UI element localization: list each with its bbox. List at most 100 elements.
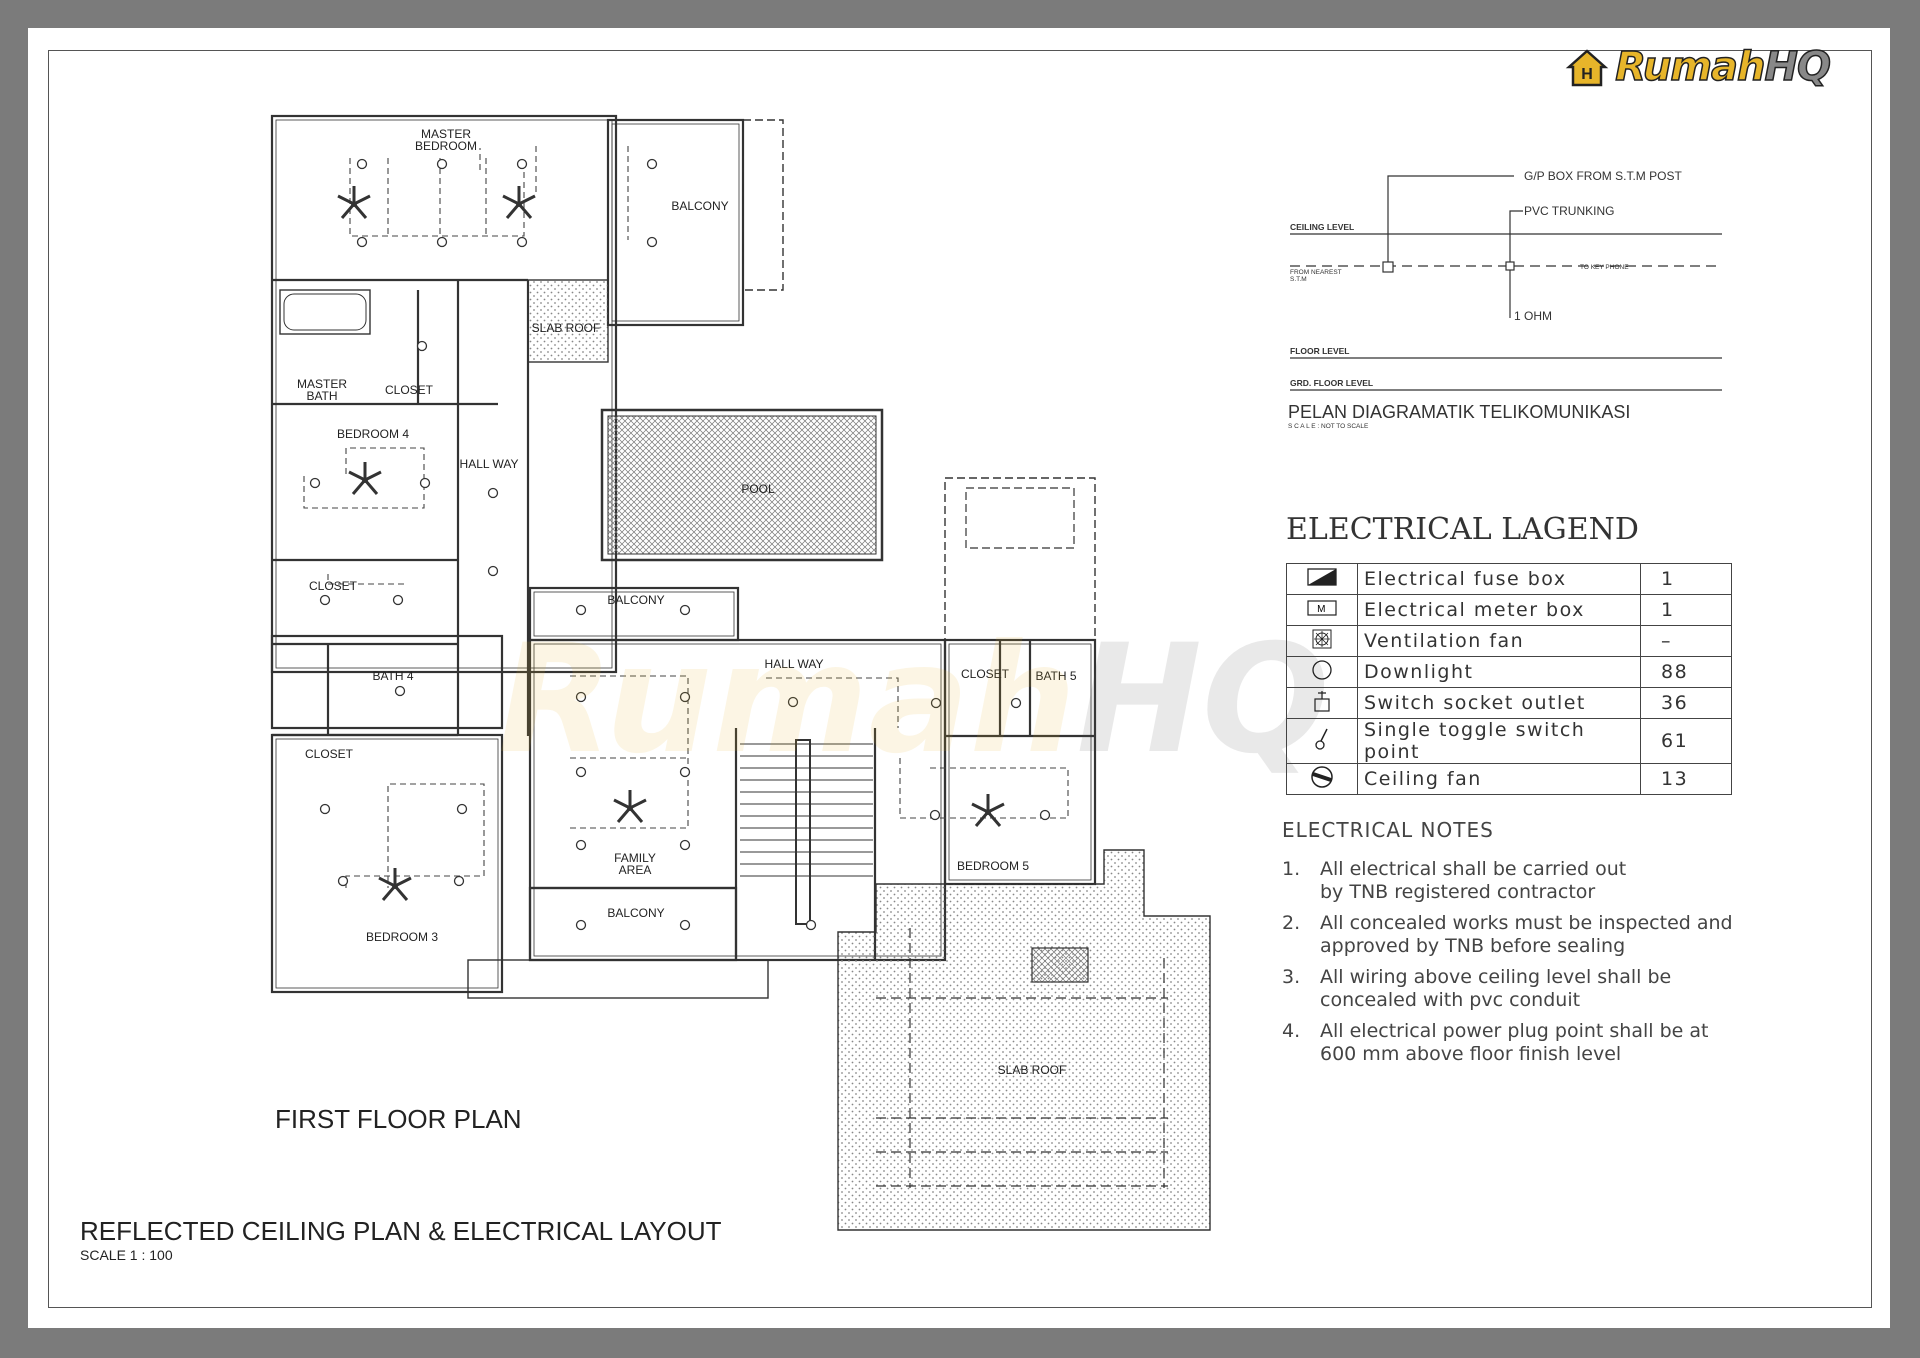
telecom-diagram bbox=[1290, 175, 1722, 391]
bathtub bbox=[279, 289, 371, 335]
legend-count: 88 bbox=[1640, 656, 1732, 688]
room-label: SLAB ROOF bbox=[532, 321, 601, 335]
socket-outlet-icon bbox=[1314, 690, 1330, 712]
telecom-label: FROM NEAREST bbox=[1290, 269, 1342, 276]
downlight-icon bbox=[436, 236, 448, 248]
ventilation-fan-icon bbox=[1312, 629, 1332, 648]
room-label: BATH bbox=[306, 389, 337, 403]
room-label: HALL WAY bbox=[765, 657, 824, 671]
bedroom3-wall bbox=[270, 733, 504, 994]
room-label: HALL WAY bbox=[460, 457, 519, 471]
room-label: BATH 5 bbox=[1035, 669, 1076, 683]
rumahhq-logo: H RumahHQ bbox=[1565, 43, 1832, 91]
legend-row: M Electrical meter box 1 bbox=[1286, 594, 1732, 626]
room-label: BEDROOM 3 bbox=[366, 930, 438, 944]
downlight-icon bbox=[787, 696, 799, 708]
logo-text-rumah: Rumah bbox=[1615, 43, 1767, 91]
room-label: BALCONY bbox=[607, 906, 664, 920]
telecom-scale: S C A L E : NOT TO SCALE bbox=[1288, 423, 1369, 430]
legend-label: Electrical meter box bbox=[1357, 594, 1641, 626]
slab-roof-bottom bbox=[837, 849, 1211, 1231]
downlight-icon bbox=[805, 919, 817, 931]
svg-text:M: M bbox=[1317, 604, 1327, 615]
downlight-icon bbox=[416, 340, 428, 352]
room-label: MASTER bbox=[421, 127, 471, 141]
telecom-label: PVC TRUNKING bbox=[1524, 204, 1614, 218]
ceiling-fan-icon bbox=[347, 460, 383, 496]
downlight-icon bbox=[419, 477, 431, 489]
legend-row: Ventilation fan – bbox=[1286, 625, 1732, 657]
room-label: BATH 4 bbox=[372, 669, 413, 683]
legend-row: Electrical fuse box 1 bbox=[1286, 563, 1732, 595]
downlight-icon bbox=[319, 803, 331, 815]
house-logo-icon: H bbox=[1565, 49, 1609, 87]
ceiling-fan-icon bbox=[970, 792, 1006, 828]
downlight-icon bbox=[456, 803, 468, 815]
legend-row: Downlight 88 bbox=[1286, 656, 1732, 688]
downlight-icon bbox=[1010, 697, 1022, 709]
sheet-scale: SCALE 1 : 100 bbox=[80, 1247, 173, 1263]
pool-outline bbox=[600, 408, 884, 562]
room-label: CLOSET bbox=[305, 747, 354, 761]
telecom-label: FLOOR LEVEL bbox=[1290, 346, 1350, 356]
ceiling-fan-icon bbox=[501, 184, 537, 220]
downlight-icon bbox=[319, 594, 331, 606]
room-label: CLOSET bbox=[961, 667, 1010, 681]
downlight-icon bbox=[646, 158, 658, 170]
legend-count: 36 bbox=[1640, 687, 1732, 719]
telecom-label: G/P BOX FROM S.T.M POST bbox=[1524, 169, 1682, 183]
downlight-icon bbox=[487, 565, 499, 577]
downlight-icon bbox=[392, 594, 404, 606]
legend-row: Single toggle switch point 61 bbox=[1286, 718, 1732, 764]
floor-plan: MASTER BEDROOM BALCONY SLAB ROOF MASTER … bbox=[80, 114, 1722, 1263]
stair-handrail bbox=[795, 739, 811, 925]
note-item: 3.All wiring above ceiling level shall b… bbox=[1282, 966, 1672, 1011]
downlight-icon bbox=[679, 919, 691, 931]
legend-label: Switch socket outlet bbox=[1357, 687, 1641, 719]
logo-text-hq: HQ bbox=[1764, 43, 1832, 91]
downlight-icon bbox=[356, 158, 368, 170]
room-label: BALCONY bbox=[607, 593, 664, 607]
downlight-icon bbox=[575, 839, 587, 851]
legend-count: 61 bbox=[1640, 718, 1732, 764]
legend-count: – bbox=[1640, 625, 1732, 657]
downlight-icon bbox=[309, 477, 321, 489]
ceiling-fan-icon bbox=[377, 866, 413, 902]
legend-label: Single toggle switch point bbox=[1357, 718, 1641, 764]
floor-plan-title: FIRST FLOOR PLAN bbox=[275, 1104, 522, 1134]
legend-label: Ceiling fan bbox=[1357, 763, 1641, 795]
left-wing-wall bbox=[270, 114, 618, 674]
downlight-icon bbox=[337, 875, 349, 887]
telecom-label: TO KEY PHONE bbox=[1580, 264, 1629, 271]
room-label: MASTER bbox=[297, 377, 347, 391]
notes-title: ELECTRICAL NOTES bbox=[1282, 818, 1494, 842]
downlight-icon bbox=[679, 766, 691, 778]
room-label: CLOSET bbox=[385, 383, 434, 397]
downlight-icon bbox=[516, 236, 528, 248]
downlight-icon bbox=[930, 697, 942, 709]
downlight-icon bbox=[575, 604, 587, 616]
room-label: POOL bbox=[741, 482, 775, 496]
legend-row: Switch socket outlet 36 bbox=[1286, 687, 1732, 719]
downlight-icon bbox=[356, 236, 368, 248]
drawing-border bbox=[48, 50, 1872, 1308]
fuse-box-icon bbox=[1307, 567, 1337, 586]
legend-label: Ventilation fan bbox=[1357, 625, 1641, 657]
telecom-label: CEILING LEVEL bbox=[1290, 222, 1354, 232]
room-label: BEDROOM 4 bbox=[337, 427, 409, 441]
note-item: 4.All electrical power plug point shall … bbox=[1282, 1020, 1709, 1065]
ceiling-fan-icon bbox=[612, 788, 648, 824]
ceiling-fan-icon bbox=[1311, 765, 1333, 788]
room-label: FAMILY bbox=[614, 851, 656, 865]
telecom-label: S.T.M bbox=[1290, 276, 1307, 283]
downlight-icon bbox=[929, 809, 941, 821]
downlight-icon bbox=[575, 691, 587, 703]
legend-row: Ceiling fan 13 bbox=[1286, 763, 1732, 795]
downlight-icon bbox=[516, 158, 528, 170]
legend-label: Downlight bbox=[1357, 656, 1641, 688]
meter-box-icon: M bbox=[1307, 600, 1337, 616]
downlight-icon bbox=[679, 604, 691, 616]
downlight-icon bbox=[436, 158, 448, 170]
downlight-icon bbox=[453, 875, 465, 887]
